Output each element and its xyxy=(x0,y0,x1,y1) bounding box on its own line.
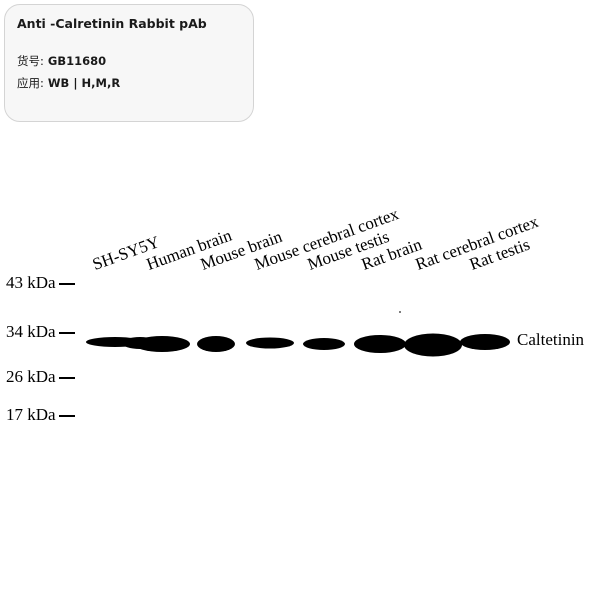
band-lane-7 xyxy=(404,333,462,357)
marker-26kda: 26 kDa xyxy=(6,368,75,385)
blot-speck xyxy=(399,311,401,313)
catalog-number-row: 货号:GB11680 xyxy=(17,53,241,69)
band-lane-5 xyxy=(303,338,345,350)
marker-26kda-label: 26 kDa xyxy=(6,367,56,386)
band-label: Caltetinin xyxy=(517,330,585,349)
marker-34kda: 34 kDa xyxy=(6,323,75,340)
catalog-number-label: 货号: xyxy=(17,54,44,68)
catalog-number-value: GB11680 xyxy=(47,54,107,68)
marker-43kda-tick xyxy=(58,283,75,285)
band-lane-3 xyxy=(197,336,235,352)
product-title: Anti -Calretinin Rabbit pAb xyxy=(17,16,207,31)
application-value: WB | H,M,R xyxy=(47,76,121,90)
marker-43kda: 43 kDa xyxy=(6,274,75,291)
band-lane-6 xyxy=(354,335,406,353)
band-lane-2 xyxy=(134,336,190,352)
application-row: 应用:WB | H,M,R xyxy=(17,75,241,91)
band-lane-8 xyxy=(460,334,510,350)
application-label: 应用: xyxy=(17,76,44,90)
band-lane-4 xyxy=(246,337,294,349)
marker-17kda: 17 kDa xyxy=(6,406,75,423)
marker-26kda-tick xyxy=(58,377,75,379)
marker-43kda-label: 43 kDa xyxy=(6,273,56,292)
marker-17kda-tick xyxy=(58,415,75,417)
marker-34kda-label: 34 kDa xyxy=(6,322,56,341)
marker-17kda-label: 17 kDa xyxy=(6,405,56,424)
marker-34kda-tick xyxy=(58,332,75,334)
product-info-card: Anti -Calretinin Rabbit pAb 货号:GB11680 应… xyxy=(4,4,254,122)
